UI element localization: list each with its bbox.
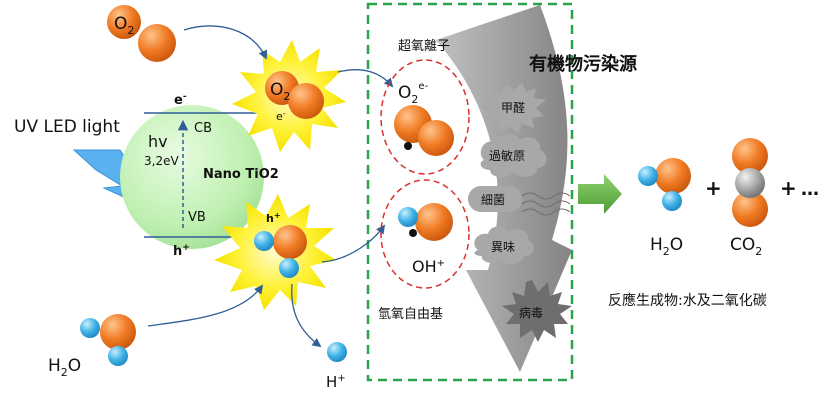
superoxide-highlight (380, 59, 470, 175)
odor-cloud-shape (474, 226, 534, 265)
pollutant-odor: 異味 (491, 240, 515, 254)
oxygen-atom (273, 225, 307, 259)
electron-label: e- (276, 109, 286, 123)
result-arrow (578, 174, 622, 214)
hydrogen-atom (80, 318, 100, 338)
pollutant-bacteria: 細菌 (481, 193, 505, 207)
bacteria-flagella (521, 192, 571, 216)
pollutant-allergen: 過敏原 (489, 148, 525, 163)
hydrogen-atom (108, 346, 128, 366)
oxygen-atom (415, 203, 453, 241)
hydroxyl-formula: OH+ (412, 257, 445, 276)
hydroxyl-highlight (380, 179, 470, 289)
superoxide-formula: O2e- (398, 81, 429, 106)
electron-label: e- (174, 92, 187, 108)
hydroxyl-label: 氫氧自由基 (378, 307, 443, 322)
pollutant-formaldehyde: 甲醛 (501, 100, 525, 115)
product-h2o-label: H2O (650, 235, 683, 258)
formaldehyde-spiky-shape (482, 82, 546, 134)
o2-atom (138, 24, 176, 62)
hole-starburst (214, 194, 336, 310)
oxygen-atom (655, 158, 691, 194)
hydrogen-atom (662, 191, 682, 211)
plus-sign: + (705, 176, 722, 200)
photon-energy-label: hv (148, 132, 168, 151)
cb-label: CB (194, 121, 212, 136)
extra-electron-dot (409, 229, 417, 237)
flow-arrow (337, 69, 394, 88)
tio2-particle (120, 105, 264, 249)
tio2-label: Nano TiO2 (203, 167, 279, 182)
flow-arrow (147, 284, 264, 327)
o2-atom (107, 5, 141, 39)
hydrogen-atom (254, 231, 274, 251)
hole-label: h+ (173, 243, 190, 259)
oxygen-atom (732, 138, 768, 174)
ellipsis: … (801, 179, 819, 200)
o2-atom (288, 83, 324, 119)
oxygen-atom (732, 191, 768, 227)
pollution-source-title: 有機物污染源 (529, 53, 637, 75)
plus-sign: + (780, 176, 797, 200)
vb-label: VB (188, 210, 206, 225)
allergen-cloud-shape (480, 134, 547, 178)
oxygen-atom (100, 314, 136, 350)
flow-arrow (321, 224, 386, 263)
products-caption: 反應生成物:水及二氧化碳 (608, 292, 767, 309)
uv-light-label: UV LED light (14, 117, 120, 137)
hole-label: h+ (266, 211, 281, 225)
band-gap-label: 3,2eV (144, 154, 179, 168)
virus-spiky-shape (502, 280, 572, 342)
reaction-zone-box (366, 2, 574, 382)
hydrogen-atom (279, 258, 299, 278)
h-plus-label: H+ (326, 373, 346, 391)
o2-atom (418, 120, 454, 156)
flow-arrow (291, 283, 322, 348)
hydrogen-atom (638, 166, 658, 186)
o2-label: O2 (270, 80, 290, 103)
o2-label: O2 (114, 14, 134, 37)
carbon-atom (735, 168, 765, 198)
h2o-label: H2O (48, 356, 81, 379)
bacteria-shape (468, 186, 522, 212)
superoxide-label: 超氧離子 (398, 39, 450, 54)
hydrogen-ion (327, 342, 347, 362)
hydrogen-atom (398, 207, 418, 227)
product-co2-label: CO2 (730, 235, 762, 258)
pollutant-virus: 病毒 (519, 305, 543, 320)
flow-arrow (183, 25, 268, 60)
extra-electron-dot (404, 142, 412, 150)
